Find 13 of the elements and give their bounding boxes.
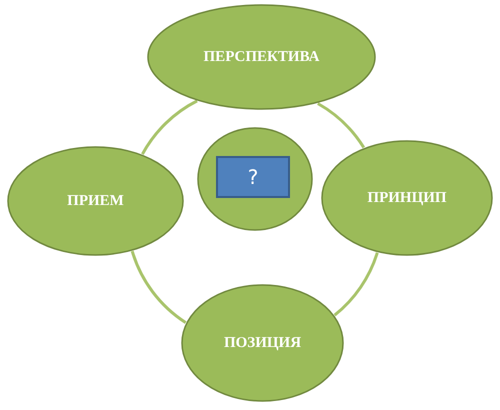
ellipse-node <box>322 141 492 255</box>
node-label: ПОЗИЦИЯ <box>224 334 302 352</box>
connector-arc <box>316 102 366 148</box>
connector-arc <box>130 250 187 324</box>
connector-arc <box>141 100 198 155</box>
question-box: ? <box>216 156 290 198</box>
node-label: ПРИНЦИП <box>367 190 447 206</box>
connector-arc <box>334 252 379 316</box>
node-label: ПРИЕМ <box>67 192 124 210</box>
ellipse-node <box>182 285 343 401</box>
ellipse-node <box>8 147 183 255</box>
ellipse-node <box>148 5 375 109</box>
node-label: ПЕРСПЕКТИВА <box>204 48 320 66</box>
